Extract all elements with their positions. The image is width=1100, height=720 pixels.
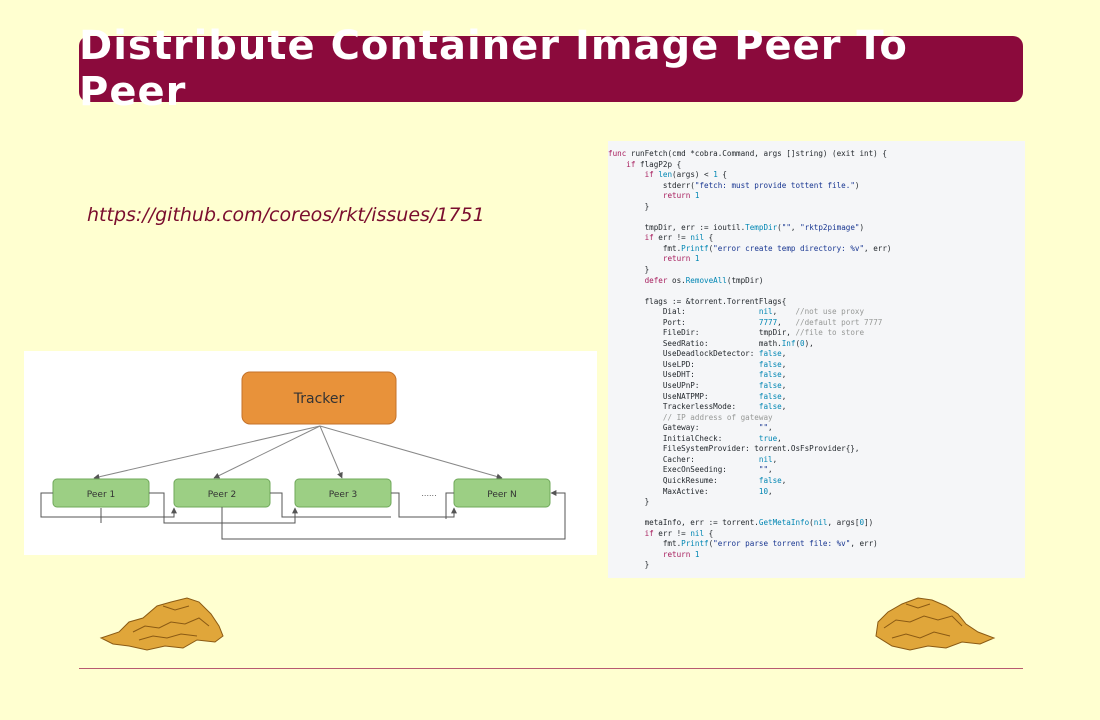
title-bar: Distribute Container Image Peer To Peer xyxy=(79,23,1023,115)
slide-title: Distribute Container Image Peer To Peer xyxy=(79,23,908,115)
github-issue-link[interactable]: https://github.com/coreos/rkt/issues/175… xyxy=(87,204,485,226)
ornament-icon xyxy=(875,597,996,651)
code-line: return 1 xyxy=(662,549,700,559)
code-line: FileSystemProvider: torrent.OsFsProvider… xyxy=(608,444,860,454)
tracker-peerN-arrow xyxy=(319,425,503,480)
code-line xyxy=(608,286,1025,297)
peer3-peerN-link xyxy=(391,492,457,518)
code-line: UseNATPMP: false, xyxy=(608,391,787,401)
code-line: flags := &torrent.TorrentFlags{ xyxy=(608,296,787,306)
decorative-ornament-right xyxy=(870,592,996,654)
peer-n-label: Peer N xyxy=(487,490,516,500)
code-line: func runFetch(cmd *cobra.Command, args [… xyxy=(608,149,887,158)
code-line: if flagP2p { xyxy=(626,159,682,169)
code-line: FileDir: tmpDir, //file to store xyxy=(608,328,865,338)
code-line: } xyxy=(608,560,650,570)
peer-ellipsis: ...... xyxy=(421,489,436,498)
code-line: ExecOnSeeding: "", xyxy=(608,465,773,475)
code-line: UseDHT: false, xyxy=(608,370,787,380)
code-line: Dial: nil, //not use proxy xyxy=(608,307,865,317)
tracker-peer3-arrow xyxy=(319,425,343,479)
code-line: UseDeadlockDetector: false, xyxy=(608,349,787,359)
tracker-peer1-arrow xyxy=(93,425,321,480)
code-line: Port: 7777, //default port 7777 xyxy=(608,317,883,327)
ornament-icon xyxy=(99,597,224,651)
code-snippet: func runFetch(cmd *cobra.Command, args [… xyxy=(608,141,1025,578)
code-line: if len(args) < 1 { xyxy=(644,170,727,180)
code-line: if err != nil { xyxy=(644,528,714,538)
code-line: InitialCheck: true, xyxy=(608,433,782,443)
code-line xyxy=(608,212,1025,223)
code-line: if err != nil { xyxy=(644,233,714,243)
code-line: } xyxy=(608,265,650,275)
peer-1-label: Peer 1 xyxy=(87,490,115,500)
code-line: defer os.RemoveAll(tmpDir) xyxy=(644,275,764,285)
peerN-down-link xyxy=(445,492,454,519)
code-line: fmt.Printf("error create temp directory:… xyxy=(608,243,892,253)
code-line: } xyxy=(608,201,650,211)
peer2-peer3-link xyxy=(270,492,391,518)
peer-3-label: Peer 3 xyxy=(329,490,357,500)
peer1-peer3-link xyxy=(149,492,298,524)
bottom-rule xyxy=(79,668,1023,669)
code-line: QuickResume: false, xyxy=(608,475,787,485)
code-line: } xyxy=(608,497,650,507)
peer1-peer2-link xyxy=(40,492,177,518)
code-line: UseLPD: false, xyxy=(608,359,787,369)
code-line: metaInfo, err := torrent.GetMetaInfo(nil… xyxy=(608,518,874,528)
peer2-peerN-link xyxy=(221,490,566,540)
code-line: UseUPnP: false, xyxy=(608,381,787,391)
code-line: return 1 xyxy=(662,254,700,264)
code-line: return 1 xyxy=(662,191,700,201)
tracker-label: Tracker xyxy=(293,391,345,407)
code-line: Cacher: nil, xyxy=(608,454,778,464)
p2p-diagram: Tracker Peer 1 Peer 2 Peer 3 ...... Peer… xyxy=(24,351,597,555)
code-line: SeedRatio: math.Inf(0), xyxy=(608,338,814,348)
peer-2-label: Peer 2 xyxy=(208,490,236,500)
code-line: tmpDir, err := ioutil.TempDir("", "rktp2… xyxy=(608,222,865,232)
code-line: // IP address of gateway xyxy=(662,412,773,422)
code-line: stderr("fetch: must provide tottent file… xyxy=(608,180,860,190)
decorative-ornament-left xyxy=(99,592,225,654)
code-line xyxy=(608,508,1025,519)
code-line: fmt.Printf("error parse torrent file: %v… xyxy=(608,539,878,549)
code-line: Gateway: "", xyxy=(608,423,773,433)
p2p-diagram-svg: Tracker Peer 1 Peer 2 Peer 3 ...... Peer… xyxy=(40,371,566,540)
code-line: MaxActive: 10, xyxy=(608,486,773,496)
tracker-box xyxy=(241,371,397,425)
tracker-peer2-arrow xyxy=(213,425,321,479)
code-line: TrackerlessMode: false, xyxy=(608,402,787,412)
